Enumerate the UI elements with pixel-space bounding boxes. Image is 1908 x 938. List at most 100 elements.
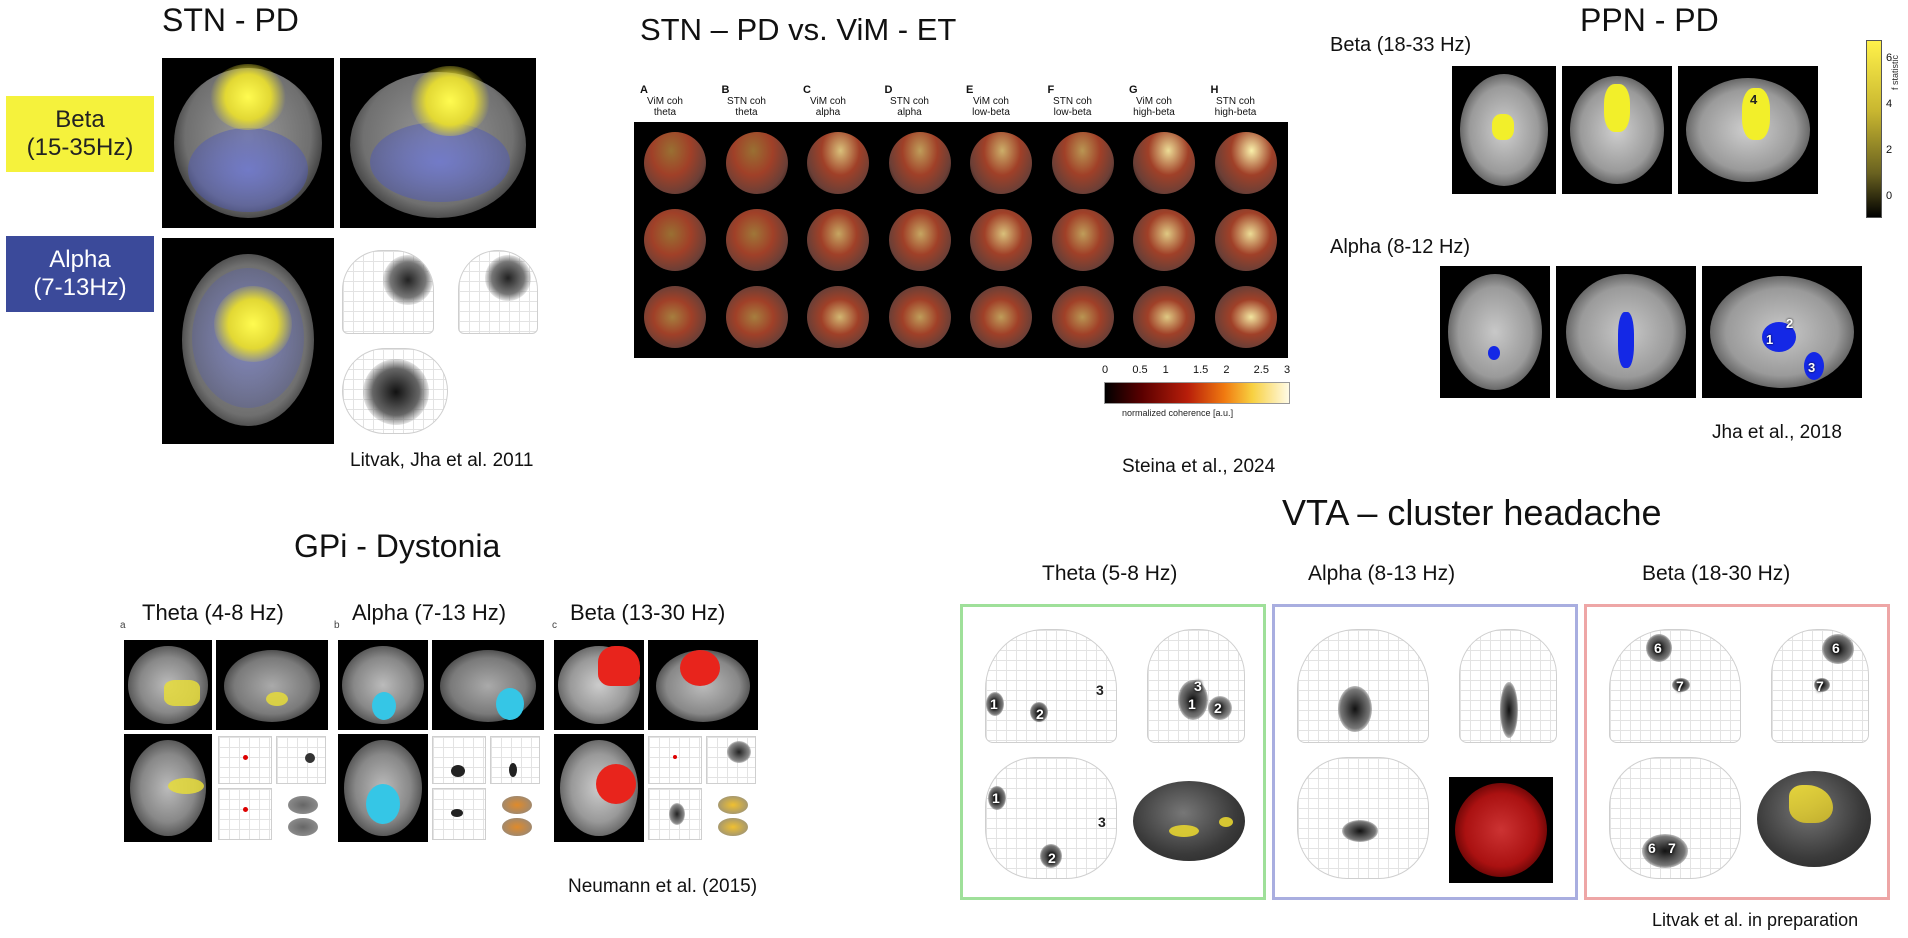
ppn-beta-sagittal-image: 4 — [1678, 66, 1818, 194]
gpi-theta-axial-image — [124, 734, 212, 842]
coherence-tile-r2-b — [719, 205, 794, 275]
gpi-dystonia-citation: Neumann et al. (2015) — [568, 876, 758, 897]
gpi-beta-render-1 — [718, 796, 748, 814]
coherence-tile-r3-h — [1208, 282, 1283, 352]
stn-pd-axial-image — [162, 238, 334, 444]
gpi-beta-axial-image — [554, 734, 644, 842]
ppn-pd-citation: Jha et al., 2018 — [1712, 422, 1842, 443]
gpi-beta-coronal-image — [554, 640, 644, 730]
stn-pd-citation: Litvak, Jha et al. 2011 — [350, 450, 534, 471]
colorbar-tick-1: 0.5 — [1132, 364, 1148, 376]
colorbar-tick-3: 1.5 — [1193, 364, 1209, 376]
vta-alpha-label: Alpha (8-13 Hz) — [1308, 562, 1456, 585]
gpi-theta-render-2 — [288, 818, 318, 836]
stn-pd-glass-brain-axial — [342, 348, 448, 434]
gpi-alpha-glass-1 — [432, 736, 486, 784]
stn-pd-title: STN - PD — [162, 2, 299, 38]
f-statistic-label: f statistic — [1890, 54, 1900, 90]
ppn-alpha-axial-image — [1440, 266, 1550, 398]
vta-alpha-glass-coronal — [1459, 629, 1557, 743]
ppn-alpha-coronal-image — [1556, 266, 1696, 398]
coherence-tile-r3-b — [719, 282, 794, 352]
vta-cluster-citation: Litvak et al. in preparation — [1652, 910, 1859, 930]
coherence-tile-r1-e — [964, 128, 1038, 198]
stn-pd-glass-brain-sagittal — [342, 250, 434, 334]
colorbar-tick-6: 3 — [1284, 364, 1291, 376]
gpi-beta-glass-1 — [648, 736, 702, 784]
ppn-beta-label: Beta (18-33 Hz) — [1330, 34, 1472, 56]
f-statistic-tick-0: 6 — [1886, 52, 1893, 64]
vta-theta-label: Theta (5-8 Hz) — [1042, 562, 1178, 585]
coherence-tile-r1-b — [719, 128, 794, 198]
vta-alpha-coronal-render — [1449, 777, 1553, 883]
vta-beta-glass-axial: 6 7 — [1609, 757, 1741, 879]
column-letter-g: G — [1129, 84, 1138, 96]
f-statistic-colorbar — [1866, 40, 1882, 218]
vta-beta-cortex-render — [1757, 771, 1871, 867]
ppn-alpha-marker-1: 1 — [1766, 332, 1774, 347]
f-statistic-tick-1: 4 — [1886, 98, 1893, 110]
gpi-band-b-letter: b — [334, 620, 340, 631]
coherence-tile-r3-g — [1127, 282, 1201, 352]
vta-alpha-glass-axial — [1297, 757, 1429, 879]
coherence-tile-r2-f — [1045, 205, 1120, 275]
colorbar-tick-2: 1 — [1162, 364, 1169, 376]
ppn-alpha-label: Alpha (8-12 Hz) — [1330, 236, 1471, 258]
vta-alpha-glass-sagittal — [1297, 629, 1429, 743]
column-letter-e: E — [966, 84, 974, 96]
gpi-alpha-render-2 — [502, 818, 532, 836]
colorbar-tick-4: 2 — [1223, 364, 1230, 376]
coherence-tile-r3-d — [882, 282, 957, 352]
ppn-alpha-marker-3: 3 — [1808, 360, 1816, 375]
gpi-band-a-letter: a — [120, 620, 126, 631]
coherence-tile-r1-a — [638, 128, 712, 198]
coherence-tile-r1-h — [1208, 128, 1283, 198]
f-statistic-tick-2: 2 — [1886, 144, 1893, 156]
ppn-pd-title: PPN - PD — [1580, 2, 1719, 38]
gpi-alpha-glass-2 — [490, 736, 540, 784]
vta-theta-cortex-render — [1133, 781, 1245, 861]
column-letter-h: H — [1210, 84, 1219, 96]
coherence-colorbar — [1104, 382, 1290, 404]
gpi-theta-sagittal-image — [216, 640, 328, 730]
coherence-tile-r3-c — [801, 282, 875, 352]
vta-theta-frame: 1 2 3 1 2 3 1 2 3 — [960, 604, 1266, 900]
ppn-beta-coronal-image — [1562, 66, 1672, 194]
gpi-alpha-sagittal-image — [432, 640, 544, 730]
gpi-theta-render-1 — [288, 796, 318, 814]
gpi-beta-glass-3 — [648, 788, 702, 840]
colorbar-tick-0: 0 — [1102, 364, 1109, 376]
coherence-tile-r2-a — [638, 205, 712, 275]
stn-vim-citation: Steina et al., 2024 — [1122, 456, 1276, 477]
ppn-beta-axial-image — [1452, 66, 1556, 194]
gpi-band-c-letter: c — [552, 620, 557, 631]
coherence-colorbar-label: normalized coherence [a.u.] — [1122, 408, 1234, 418]
stn-vim-title: STN – PD vs. ViM - ET — [640, 12, 957, 47]
stn-pd-sagittal-image — [340, 58, 536, 228]
coherence-tile-r2-h — [1208, 205, 1283, 275]
column-letter-a: A — [640, 84, 648, 96]
vta-theta-glass-axial: 1 2 3 — [985, 757, 1117, 879]
coherence-tile-r2-g — [1127, 205, 1201, 275]
gpi-theta-glass-1 — [218, 736, 272, 784]
coherence-tile-r1-d — [882, 128, 957, 198]
ppn-alpha-sagittal-image: 1 2 3 — [1702, 266, 1862, 398]
alpha-band-legend: Alpha(7-13Hz) — [6, 236, 154, 312]
column-letter-d: D — [884, 84, 893, 96]
coherence-tile-r3-e — [964, 282, 1038, 352]
gpi-band-alpha-label: Alpha (7-13 Hz) — [352, 600, 507, 625]
gpi-band-theta-label: Theta (4-8 Hz) — [142, 600, 284, 625]
gpi-alpha-axial-image — [338, 734, 428, 842]
coherence-tile-r1-c — [801, 128, 875, 198]
gpi-alpha-coronal-image — [338, 640, 428, 730]
ppn-alpha-marker-2: 2 — [1786, 316, 1794, 331]
gpi-dystonia-title: GPi - Dystonia — [294, 528, 501, 564]
vta-beta-frame: 6 7 6 7 6 7 — [1584, 604, 1890, 900]
stn-pd-glass-brain-coronal — [458, 250, 538, 334]
vta-theta-glass-coronal: 1 2 3 — [1147, 629, 1245, 743]
